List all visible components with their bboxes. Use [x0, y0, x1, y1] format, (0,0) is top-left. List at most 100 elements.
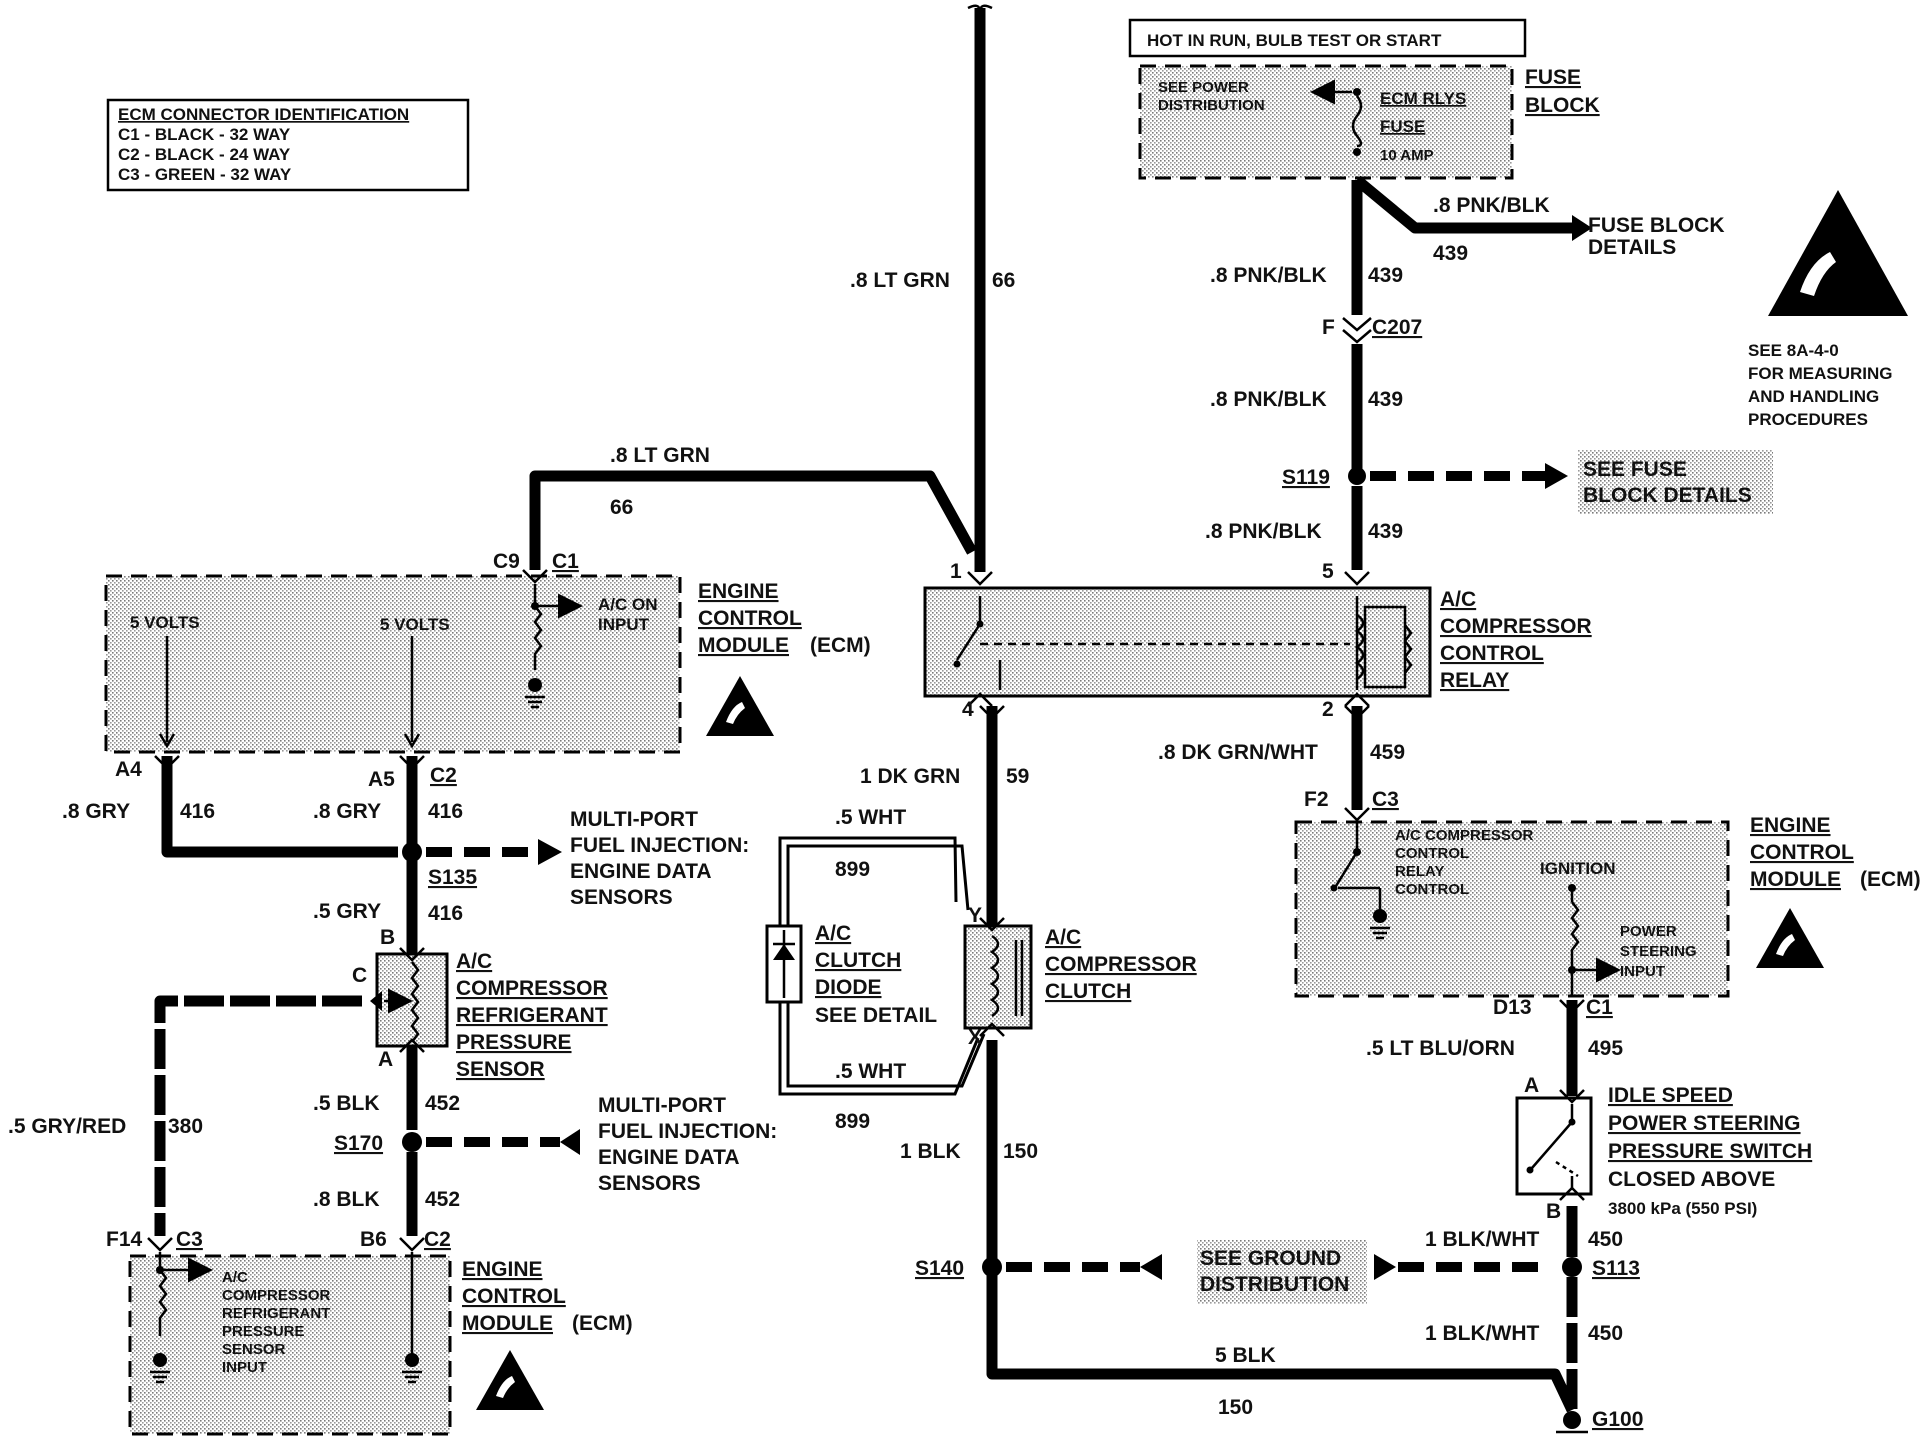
ac-on-input: INPUT	[598, 615, 650, 634]
mpfi-text: SENSORS	[570, 886, 673, 909]
clutch-label: A/C	[1045, 926, 1081, 949]
ecm-input-text: REFRIGERANT	[222, 1305, 330, 1322]
esd-warning-icon	[706, 676, 774, 736]
relay-pin: 1	[950, 560, 962, 583]
sensor-pin: B	[380, 926, 395, 949]
relay-label: A/C	[1440, 588, 1476, 611]
ecm-bottom	[128, 1237, 452, 1436]
circuit-number: 416	[180, 800, 215, 823]
power-steering-text: INPUT	[1620, 963, 1665, 980]
circuit-number: 380	[168, 1115, 203, 1138]
hot-in-run-box: HOT IN RUN, BULB TEST OR START	[1128, 18, 1527, 58]
ecm-label: ENGINE	[1750, 814, 1831, 837]
relay-label: COMPRESSOR	[1440, 615, 1592, 638]
hot-in-run-label: HOT IN RUN, BULB TEST OR START	[1147, 31, 1442, 50]
mpfi-text: ENGINE DATA	[598, 1146, 740, 1169]
circuit-number: 439	[1433, 242, 1468, 265]
wire-label: .5 BLK	[313, 1092, 380, 1115]
c207-connector-icon	[1342, 317, 1372, 344]
ignition-text: IGNITION	[1540, 859, 1616, 878]
diode-see-detail: SEE DETAIL	[815, 1004, 937, 1027]
diode-label: A/C	[815, 922, 851, 945]
sensor-label: COMPRESSOR	[456, 977, 608, 1000]
fuse-block: SEE POWER DISTRIBUTION ECM RLYS FUSE 10 …	[1138, 64, 1600, 180]
splice-s135: S135	[428, 866, 477, 889]
sensor-label: PRESSURE	[456, 1031, 572, 1054]
switch-label: IDLE SPEED	[1608, 1084, 1733, 1107]
relay-control-text: A/C COMPRESSOR	[1395, 827, 1534, 844]
splice-s119-icon	[1348, 467, 1366, 485]
fuse-block-label: BLOCK	[1525, 94, 1600, 117]
wire-label: .8 DK GRN/WHT	[1158, 741, 1318, 764]
connector-c3: C3	[1372, 788, 1399, 811]
diode-label: CLUTCH	[815, 949, 901, 972]
ecm-input-text: COMPRESSOR	[222, 1287, 331, 1304]
sensor-label: A/C	[456, 950, 492, 973]
ac-compressor-clutch	[963, 917, 1033, 1037]
ground-icon	[525, 695, 545, 709]
ecm-label: (ECM)	[810, 634, 871, 657]
connector-a5: A5	[368, 768, 395, 791]
esd-note: FOR MEASURING	[1748, 364, 1893, 383]
relay-pin: 2	[1322, 698, 1334, 721]
connector-c1: C1	[552, 550, 579, 573]
idle-speed-ps-pressure-switch	[1515, 1089, 1593, 1201]
connector-f14: F14	[106, 1228, 143, 1251]
ecm-label: CONTROL	[698, 607, 802, 630]
circuit-number: 459	[1370, 741, 1405, 764]
circuit-number: 66	[610, 496, 633, 519]
fuse-name: ECM RLYS	[1380, 89, 1466, 108]
fuse-block-label: FUSE	[1525, 66, 1581, 89]
circuit-number: 416	[428, 800, 463, 823]
wire-label: .8 PNK/BLK	[1205, 520, 1322, 543]
switch-pin: B	[1546, 1200, 1561, 1223]
relay-pin: 5	[1322, 560, 1334, 583]
wire-label: .5 LT BLU/ORN	[1366, 1037, 1515, 1060]
circuit-number: 150	[1218, 1396, 1253, 1419]
wire-label: 1 BLK	[900, 1140, 961, 1163]
circuit-number: 452	[425, 1092, 460, 1115]
connector-c1: C1	[1586, 996, 1613, 1019]
wire-416-a4	[161, 756, 398, 858]
connector-a4: A4	[115, 758, 142, 781]
connector-c2: C2	[430, 764, 457, 787]
splice-s170-icon	[402, 1132, 422, 1152]
wire-label: .8 PNK/BLK	[1210, 388, 1327, 411]
splice-s119: S119	[1282, 466, 1330, 489]
mpfi-text: FUEL INJECTION:	[598, 1120, 777, 1143]
volts-label: 5 VOLTS	[130, 613, 200, 632]
see-fuse-block-text: SEE FUSE	[1583, 458, 1687, 481]
connector-c9: C9	[493, 550, 520, 573]
esd-warning-icon	[476, 1350, 544, 1410]
ground-g100: G100	[1592, 1408, 1643, 1431]
splice-s113-icon	[1562, 1257, 1582, 1277]
wire-label: 1 BLK/WHT	[1425, 1322, 1539, 1345]
sensor-label: SENSOR	[456, 1058, 545, 1081]
clutch-pin: Y	[968, 904, 982, 927]
splice-s135-icon	[402, 842, 422, 862]
circuit-number: 66	[992, 269, 1015, 292]
ecm-label: MODULE	[462, 1312, 553, 1335]
ecm-input-text: INPUT	[222, 1359, 267, 1376]
wire-label: .8 BLK	[313, 1188, 380, 1211]
ecm-label: CONTROL	[462, 1285, 566, 1308]
relay-resistor-icon	[1403, 624, 1413, 674]
connector-c2: C2	[424, 1228, 451, 1251]
esd-warning-icon	[1768, 190, 1908, 316]
ecm-label: CONTROL	[1750, 841, 1854, 864]
circuit-number: 899	[835, 1110, 870, 1133]
connector-c207: C207	[1372, 316, 1422, 339]
mpfi-text: FUEL INJECTION:	[570, 834, 749, 857]
connector-d13: D13	[1493, 996, 1532, 1019]
ecm-connector-identification: ECM CONNECTOR IDENTIFICATION C1 - BLACK …	[106, 98, 470, 192]
ground-g100-icon	[1563, 1411, 1581, 1429]
circuit-number: 439	[1368, 520, 1403, 543]
switch-label: POWER STEERING	[1608, 1112, 1801, 1135]
esd-note: SEE 8A-4-0	[1748, 341, 1839, 360]
see-power-text: SEE POWER	[1158, 79, 1249, 96]
connector-id-title: ECM CONNECTOR IDENTIFICATION	[118, 105, 409, 124]
circuit-number: 416	[428, 902, 463, 925]
relay-label: RELAY	[1440, 669, 1509, 692]
sensor-pin: A	[378, 1048, 393, 1071]
wire-label: 5 BLK	[1215, 1344, 1276, 1367]
